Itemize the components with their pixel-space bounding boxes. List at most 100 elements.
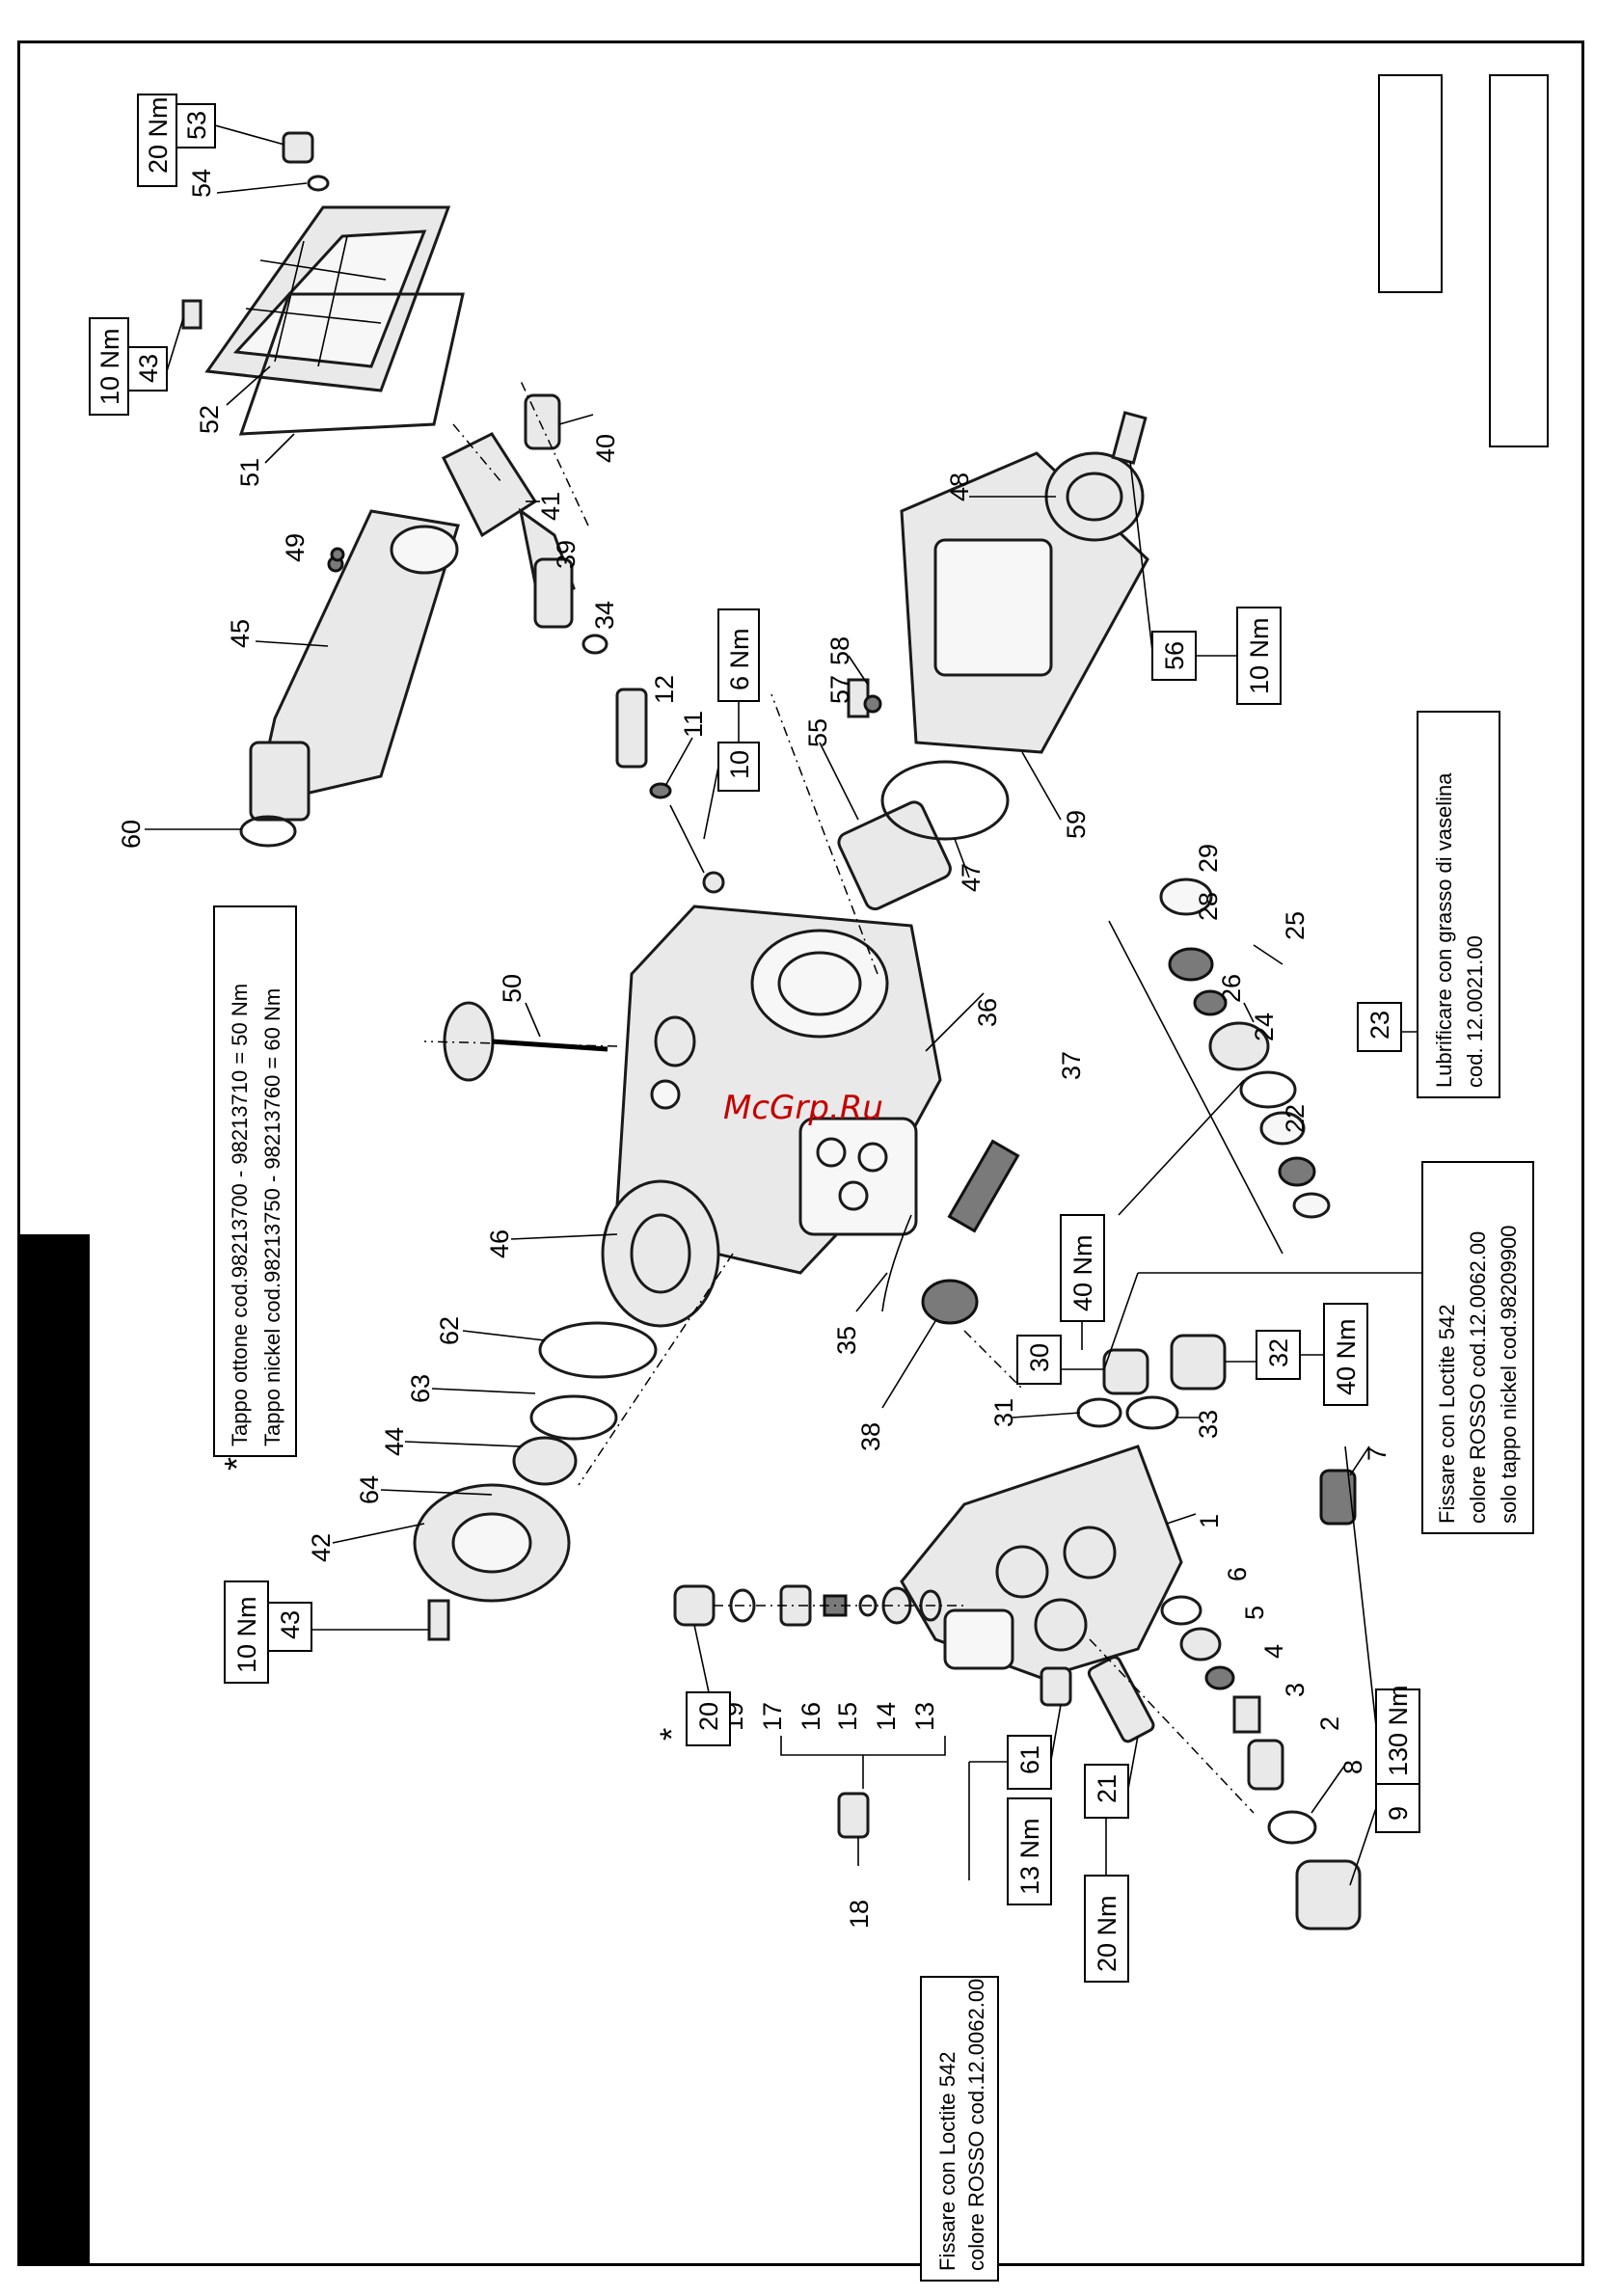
torque-label-40nm-32: 40 Nm [1332,1318,1361,1395]
box-21 [1084,1764,1129,1819]
title-box-right [1489,74,1549,447]
oil-plug-seal [307,175,330,192]
bypass-bracket [780,1736,946,1756]
part-label-44: 44 [380,1427,409,1456]
title-box-left [1378,74,1443,293]
part-label-51: 51 [235,458,264,487]
box-label-20: 20 [694,1702,723,1731]
box-label-30: 30 [1025,1343,1054,1372]
seal-ring [1168,947,1214,982]
part-label-39: 39 [552,540,581,569]
box-20 [686,1691,731,1746]
manifold-oring-b [1125,1395,1179,1430]
seal-retainer [1208,1021,1270,1071]
plunger-washer [649,782,672,799]
oil-seal [921,1279,979,1325]
torque-box-13nm [1007,1797,1052,1905]
part-label-50: 50 [498,974,527,1003]
part-label-57: 57 [825,675,854,704]
gearbox-housing [933,538,1053,677]
torque-label-40nm-30: 40 Nm [1068,1234,1097,1311]
part-label-14: 14 [872,1702,901,1731]
part-label-7: 7 [1363,1446,1391,1461]
part-label-3: 3 [1281,1683,1310,1697]
manifold-plug-30 [1102,1348,1149,1395]
torque-label-20nm-top: 20 Nm [144,96,173,174]
note-vaselina-line1: Lubrificare con grasso di vaselina [1432,772,1456,1088]
part-label-42: 42 [307,1533,336,1562]
torque-box-40nm-32 [1323,1303,1368,1406]
crankshaft-end [390,525,459,575]
torque-box-40nm-30 [1060,1214,1105,1322]
box-label-43-top: 43 [134,354,163,383]
torque-callouts: 20 Nm 53 10 Nm 43 6 Nm 10 56 10 Nm 23 10… [89,94,1422,1983]
note-vaselina-line2: cod. 12.0021.00 [1463,935,1487,1088]
seal-spacer [1259,1111,1306,1146]
part-label-38: 38 [856,1422,885,1451]
cover-ribs [232,230,427,368]
part-label-36: 36 [973,998,1002,1027]
note-loctite-left-line2: colore ROSSO cod.12.0062.00 [964,1979,988,2271]
note-box-vaselina [1417,711,1500,1098]
seal-washer [1159,878,1213,916]
crankcase-cylinder-block [798,1117,918,1236]
bypass-plug [673,1584,716,1627]
part-label-60: 60 [117,820,146,849]
circlip [239,815,297,848]
torque-label-10nm-right: 10 Nm [1245,617,1274,694]
page-frame [17,41,1584,2266]
bearing-seal [512,1436,578,1486]
connecting-rod [441,393,725,894]
cover-screw [181,299,203,330]
box-23 [1357,1002,1402,1052]
box-label-43-left: 43 [276,1610,305,1639]
box-61 [1007,1735,1052,1790]
note-vaselina: Lubrificare con grasso di vaselina cod. … [1417,711,1500,1098]
plunger-nut [702,871,725,894]
valve-plate [1204,1665,1235,1690]
note-box-loctite-right [1421,1161,1534,1534]
oil-drain-pipe [881,1214,912,1312]
torque-box-10nm-left [224,1580,269,1684]
crankshaft-body [254,509,460,807]
plunger [615,688,648,769]
manifold-port [943,1608,1014,1670]
crankshaft-journal [249,741,311,822]
manifold-oring-a [1076,1397,1122,1428]
part-label-29: 29 [1194,844,1223,873]
oil-plug [282,131,314,164]
part-label-45: 45 [226,619,255,648]
dipstick-cap [443,1001,495,1082]
part-label-11: 11 [679,711,708,738]
bearing-oring [538,1321,658,1379]
note-loctite-right-line2: colore ROSSO cod.12.0062.00 [1466,1231,1490,1524]
torque-label-13nm: 13 Nm [1015,1818,1044,1895]
note-box-tappo [213,905,297,1457]
valve-spring [1232,1695,1261,1734]
cover-gasket [238,292,465,436]
gearbox-oring [880,760,1010,841]
torque-label-130nm: 130 Nm [1384,1685,1413,1776]
valve-plug-9 [1295,1859,1362,1931]
side-bearing-assembly [413,1179,720,1641]
manifold-assembly [900,1334,1357,1680]
torque-box-6nm [717,608,760,702]
part-label-5: 5 [1240,1606,1269,1620]
part-label-4: 4 [1259,1644,1288,1659]
part-label-2: 2 [1315,1716,1344,1731]
box-label-23: 23 [1365,1011,1394,1040]
part-label-33: 33 [1194,1410,1223,1439]
gearbox-screw [1111,411,1148,465]
manifold-bolt [1087,1656,1155,1743]
cover-assembly [181,131,465,436]
valve-oring-6 [1160,1595,1202,1626]
seal-high-pressure [1292,1192,1331,1219]
part-label-40: 40 [591,434,620,463]
part-label-49: 49 [281,533,310,562]
note-box-loctite-left [920,1976,999,2282]
box-43-top [127,346,168,392]
watermark: McGrp.Ru [723,1089,883,1127]
note-loctite-right: Fissare con Loctite 542 colore ROSSO cod… [1421,1161,1534,1534]
part-label-24: 24 [1250,1013,1279,1041]
torque-label-10nm-top: 10 Nm [95,328,124,405]
